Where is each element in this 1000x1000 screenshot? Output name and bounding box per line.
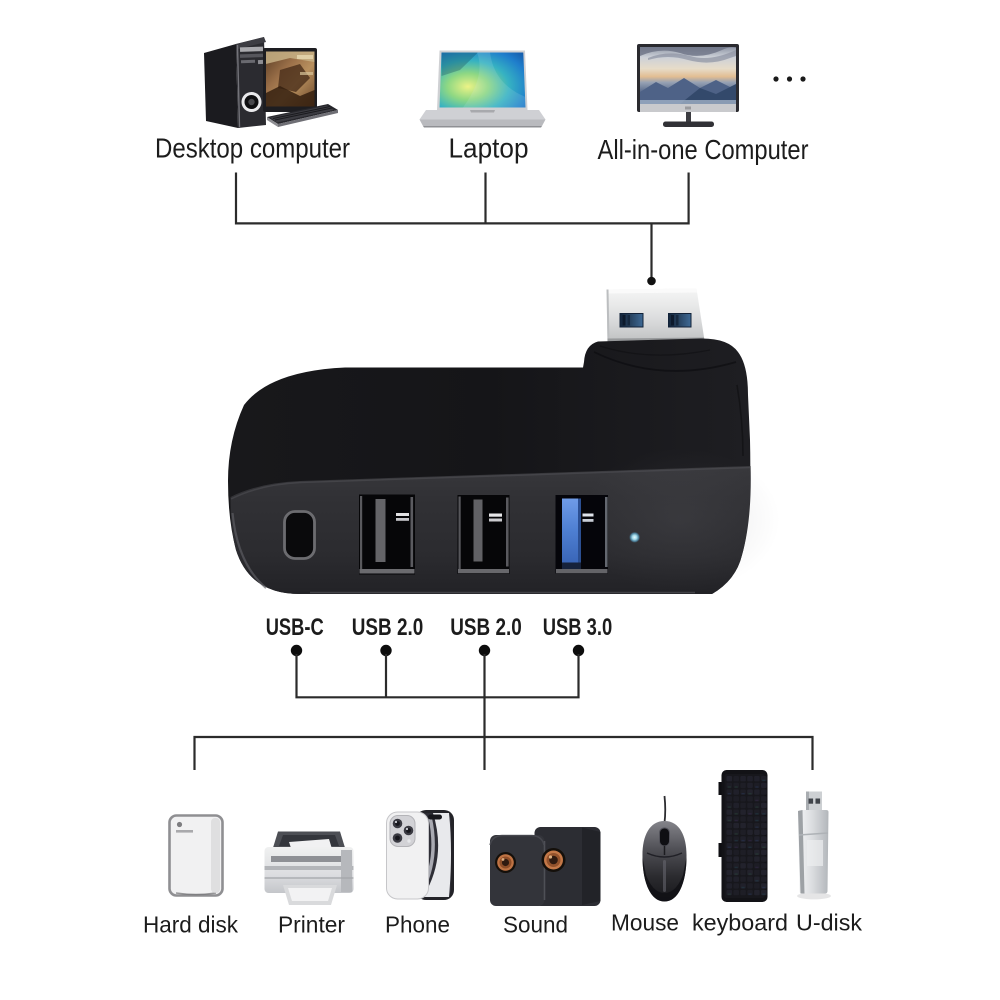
svg-text:Printer: Printer xyxy=(278,912,345,938)
svg-text:Hard disk: Hard disk xyxy=(143,912,238,938)
svg-text:USB 2.0: USB 2.0 xyxy=(450,614,522,641)
svg-text:USB-C: USB-C xyxy=(266,614,324,641)
svg-text:Mouse: Mouse xyxy=(611,910,679,936)
svg-text:USB 2.0: USB 2.0 xyxy=(352,614,424,641)
svg-text:keyboard: keyboard xyxy=(692,910,788,936)
svg-text:U-disk: U-disk xyxy=(796,910,863,936)
svg-text:USB 3.0: USB 3.0 xyxy=(543,614,613,641)
svg-text:Laptop: Laptop xyxy=(449,133,529,164)
svg-text:Sound: Sound xyxy=(503,912,568,938)
svg-text:All-in-one Computer: All-in-one Computer xyxy=(598,134,809,165)
svg-text:Phone: Phone xyxy=(385,912,450,938)
svg-text:Desktop computer: Desktop computer xyxy=(155,133,350,164)
